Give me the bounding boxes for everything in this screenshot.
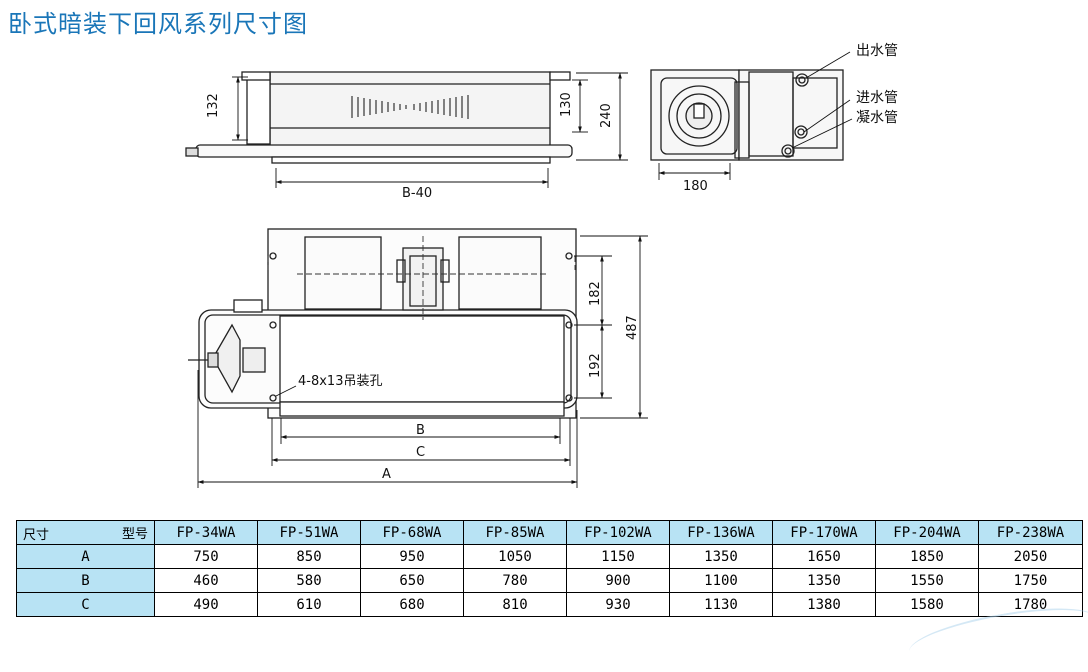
plan-view	[188, 228, 578, 419]
dim-130-label: 130	[559, 92, 574, 117]
table-cell: 1050	[463, 544, 567, 569]
table-cell: 850	[257, 544, 361, 569]
dim-b40-label: B-40	[402, 186, 432, 201]
dimension-table: 尺寸 型号 FP-34WA FP-51WA FP-68WA FP-85WA FP…	[16, 520, 1083, 617]
table-cell: 930	[566, 592, 670, 617]
end-view-dimensions	[658, 51, 853, 180]
table-corner-cell: 尺寸 型号	[16, 520, 155, 545]
dim-192-label: 192	[588, 353, 603, 378]
model-header: FP-102WA	[566, 520, 670, 545]
table-cell: 1550	[875, 568, 979, 593]
louver-pattern	[351, 95, 469, 119]
condensate-pipe-label: 凝水管	[856, 110, 898, 126]
table-cell: 1100	[669, 568, 773, 593]
table-cell: 750	[154, 544, 258, 569]
table-cell: 1650	[772, 544, 876, 569]
page-title: 卧式暗装下回风系列尺寸图	[8, 10, 308, 38]
table-cell: 1380	[772, 592, 876, 617]
table-cell: 580	[257, 568, 361, 593]
table-cell: 1580	[875, 592, 979, 617]
table-cell: 1350	[772, 568, 876, 593]
table-cell: 2050	[978, 544, 1083, 569]
dim-182-label: 182	[588, 281, 603, 306]
table-row: A 750 850 950 1050 1150 1350 1650 1850 2…	[16, 544, 1083, 569]
table-row: B 460 580 650 780 900 1100 1350 1550 175…	[16, 568, 1083, 593]
model-header: FP-34WA	[154, 520, 258, 545]
table-header-row: 尺寸 型号 FP-34WA FP-51WA FP-68WA FP-85WA FP…	[16, 520, 1083, 545]
dim-180-label: 180	[683, 179, 708, 194]
table-cell: 780	[463, 568, 567, 593]
side-view	[185, 71, 573, 164]
table-cell: 810	[463, 592, 567, 617]
corner-size-label: 尺寸	[23, 528, 50, 543]
row-label: B	[16, 568, 155, 593]
table-cell: 680	[360, 592, 464, 617]
dim-a-label: A	[382, 467, 391, 482]
hanging-holes-label: 4-8x13吊装孔	[298, 374, 382, 389]
side-view-dimensions	[232, 72, 628, 188]
table-cell: 1780	[978, 592, 1083, 617]
table-cell: 950	[360, 544, 464, 569]
table-cell: 1750	[978, 568, 1083, 593]
row-label: A	[16, 544, 155, 569]
dimension-drawing: 132 130 240 B-40 180 出水管 进水管 凝水管	[185, 43, 898, 488]
model-header: FP-204WA	[875, 520, 979, 545]
table-cell: 1130	[669, 592, 773, 617]
model-header: FP-136WA	[669, 520, 773, 545]
table-row: C 490 610 680 810 930 1130 1380 1580 178…	[16, 592, 1083, 617]
table-cell: 490	[154, 592, 258, 617]
inlet-pipe-label: 进水管	[856, 90, 898, 106]
dim-132-label: 132	[206, 93, 221, 118]
dim-c-label: C	[416, 445, 425, 460]
outlet-pipe-label: 出水管	[856, 43, 898, 59]
plan-view-centerlines	[267, 236, 576, 320]
table-cell: 610	[257, 592, 361, 617]
table-cell: 1350	[669, 544, 773, 569]
model-header: FP-238WA	[978, 520, 1083, 545]
dim-240-label: 240	[599, 103, 614, 128]
row-label: C	[16, 592, 155, 617]
model-header: FP-85WA	[463, 520, 567, 545]
model-header: FP-170WA	[772, 520, 876, 545]
table-cell: 1850	[875, 544, 979, 569]
dim-b-label: B	[416, 423, 425, 438]
table-cell: 650	[360, 568, 464, 593]
model-header: FP-68WA	[360, 520, 464, 545]
end-view	[650, 69, 844, 161]
model-header: FP-51WA	[257, 520, 361, 545]
table-cell: 460	[154, 568, 258, 593]
plan-view-dimensions	[197, 235, 648, 488]
table-cell: 1150	[566, 544, 670, 569]
corner-model-label: 型号	[121, 527, 148, 542]
dim-487-label: 487	[625, 315, 640, 340]
table-cell: 900	[566, 568, 670, 593]
